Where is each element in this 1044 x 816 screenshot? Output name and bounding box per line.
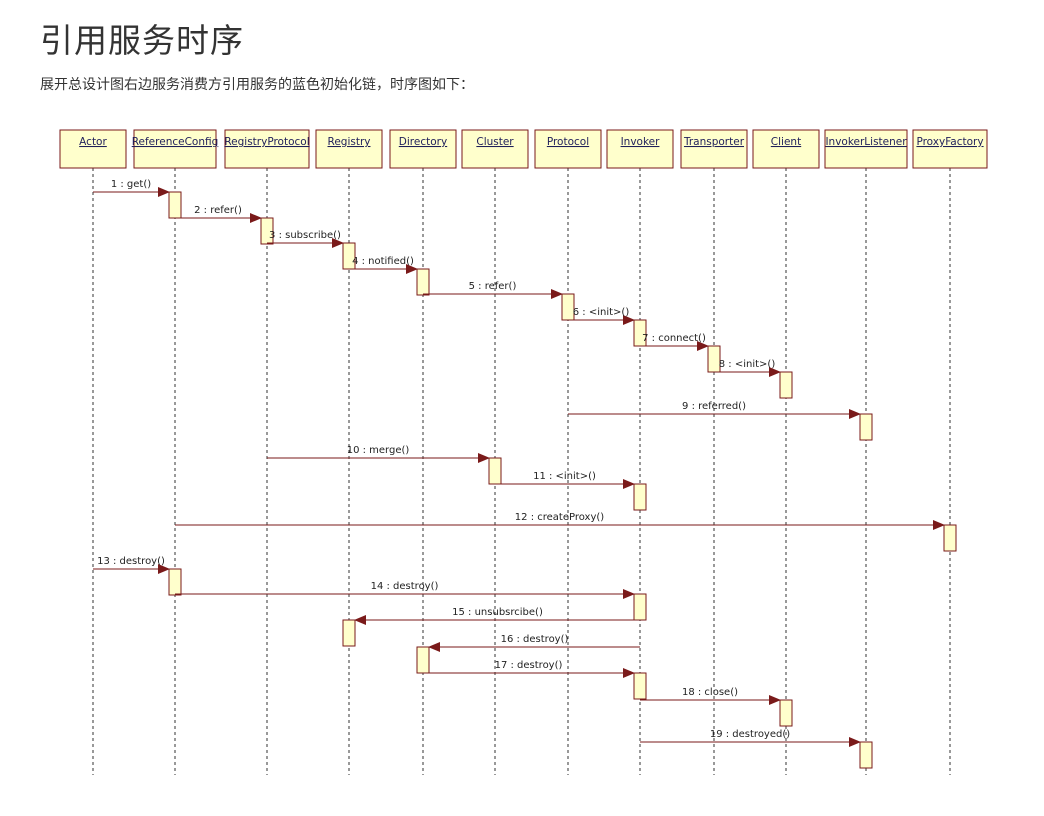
participant-label: InvokerListener [825, 136, 907, 148]
message-label: 2 : refer() [194, 205, 242, 216]
participant-box-0 [59, 129, 127, 169]
participant-label: Actor [79, 136, 107, 148]
message-label: 6 : <init>() [573, 307, 630, 318]
activation-box [416, 268, 430, 296]
activation-box [943, 524, 957, 552]
activation-box [168, 191, 182, 219]
activation-box [779, 371, 793, 399]
participant-label: Client [771, 136, 801, 148]
participant-box-11 [912, 129, 988, 169]
participant-box-9 [752, 129, 820, 169]
activation-box [168, 568, 182, 596]
message-label: 8 : <init>() [719, 359, 776, 370]
message-label: 15 : unsubsrcibe() [452, 607, 543, 618]
activation-box [633, 593, 647, 621]
participant-box-10 [824, 129, 908, 169]
message-label: 10 : merge() [347, 445, 410, 456]
message-label: 17 : destroy() [495, 660, 563, 671]
message-label: 18 : close() [682, 687, 738, 698]
activation-box [260, 217, 274, 245]
page-title: 引用服务时序 [40, 21, 244, 60]
message-label: 9 : referred() [682, 401, 746, 412]
participant-box-2 [224, 129, 310, 169]
message-label: 14 : destroy() [371, 581, 439, 592]
message-label: 7 : connect() [642, 333, 706, 344]
participant-label: Cluster [476, 136, 514, 148]
participant-box-7 [606, 129, 674, 169]
message-label: 1 : get() [111, 179, 151, 190]
participant-box-8 [680, 129, 748, 169]
message-label: 19 : destroyed() [710, 729, 790, 740]
message-label: 12 : createProxy() [515, 512, 604, 523]
activation-box [488, 457, 502, 485]
message-label: 13 : destroy() [97, 556, 165, 567]
message-label: 11 : <init>() [533, 471, 596, 482]
activation-box [342, 619, 356, 647]
activation-box [779, 699, 793, 727]
participant-label: Directory [399, 136, 447, 148]
participant-label: RegistryProtocol [224, 136, 309, 148]
activation-box [859, 413, 873, 441]
participant-label: Registry [328, 136, 371, 148]
message-label: 3 : subscribe() [269, 230, 341, 241]
participant-box-4 [389, 129, 457, 169]
page-intro: 展开总设计图右边服务消费方引用服务的蓝色初始化链，时序图如下： [40, 77, 474, 93]
activation-box [859, 741, 873, 769]
activation-box [416, 646, 430, 674]
participant-label: ProxyFactory [916, 136, 983, 148]
activation-box [633, 672, 647, 700]
participant-label: Transporter [683, 136, 745, 148]
activation-box [633, 483, 647, 511]
message-label: 4 : notified() [352, 256, 414, 267]
participant-box-5 [461, 129, 529, 169]
participant-box-6 [534, 129, 602, 169]
participant-label: ReferenceConfig [132, 136, 219, 148]
participant-box-3 [315, 129, 383, 169]
participant-label: Protocol [547, 136, 589, 148]
message-label: 5 : refer() [469, 281, 517, 292]
message-label: 16 : destroy() [501, 634, 569, 645]
participant-box-1 [133, 129, 217, 169]
participant-label: Invoker [621, 136, 661, 148]
